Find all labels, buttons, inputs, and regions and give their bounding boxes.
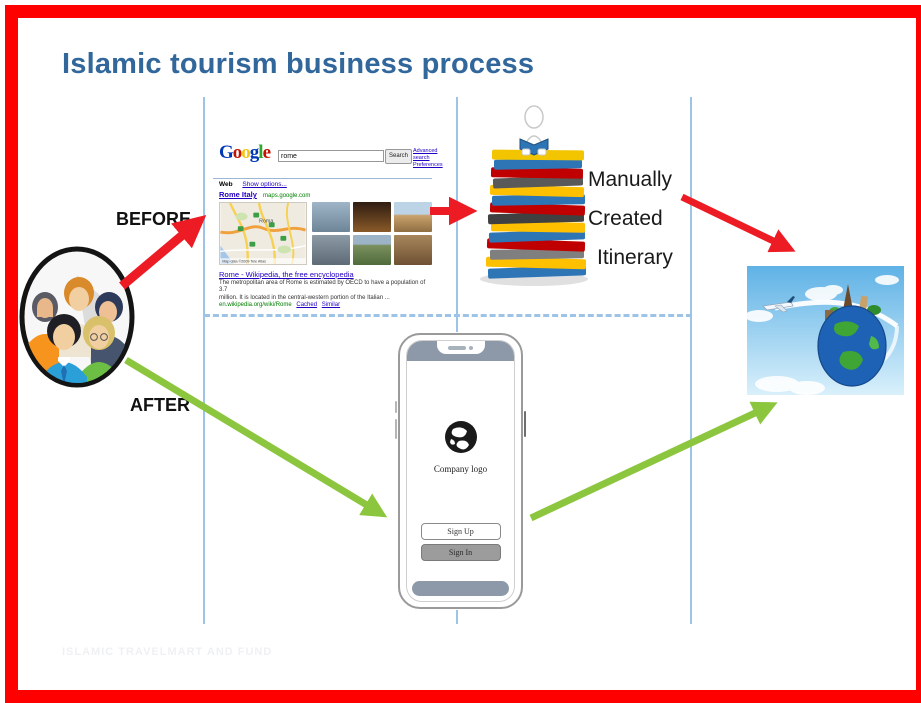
search-input[interactable] <box>278 150 384 162</box>
volume-button <box>395 401 397 413</box>
divider-line-left <box>203 97 205 624</box>
page-title: Islamic tourism business process <box>62 48 535 80</box>
plane-icon <box>762 296 795 313</box>
wikipedia-result: Rome - Wikipedia, the free encyclopedia … <box>219 271 432 310</box>
similar-link[interactable]: Similar <box>321 302 341 308</box>
maps-result-link[interactable]: Rome Italy <box>219 190 257 199</box>
company-logo-globe-icon <box>444 421 477 453</box>
reading-figure-icon <box>519 105 549 156</box>
after-label: AFTER <box>130 395 190 415</box>
wikipedia-url: en.wikipedia.org/wiki/Rome <box>219 302 292 308</box>
wikipedia-snippet-line1: The metropolitan area of Rome is estimat… <box>219 279 426 294</box>
photo-thumbnail[interactable] <box>353 235 391 265</box>
travel-collage-image <box>747 266 904 395</box>
photo-thumbnail[interactable] <box>312 202 350 232</box>
advanced-search-link[interactable]: Advanced search <box>413 148 438 161</box>
wikipedia-snippet-line2: million. It is located in the central-we… <box>219 294 390 301</box>
photo-thumbnail[interactable] <box>312 235 350 265</box>
mobile-app-mockup: Company logo Sign Up Sign In <box>395 333 526 609</box>
search-button[interactable]: Search <box>385 149 412 164</box>
google-search-screenshot: Google Search Advanced search Preference… <box>213 138 443 308</box>
power-button <box>524 411 526 437</box>
map-credit: Map data ©2009 Tele Atlas <box>222 260 266 264</box>
preferences-link[interactable]: Preferences <box>413 162 443 168</box>
maps-result-source: maps.google.com <box>263 193 311 199</box>
image-results-grid <box>312 202 432 265</box>
google-logo: Google <box>219 142 271 163</box>
person-glasses <box>79 316 119 383</box>
company-logo-label: Company logo <box>433 464 488 474</box>
folder-stack <box>485 149 587 279</box>
map-place-label: Roma <box>259 218 273 224</box>
search-settings-links[interactable]: Advanced search Preferences <box>413 148 443 169</box>
tourists-group-avatar <box>19 246 135 388</box>
wikipedia-result-link[interactable]: Rome - Wikipedia, the free encyclopedia <box>219 270 354 279</box>
clouds <box>747 275 899 395</box>
globe-landmarks-icon <box>817 284 887 387</box>
before-label: BEFORE <box>116 209 192 229</box>
camera-icon <box>469 345 473 350</box>
photo-thumbnail[interactable] <box>353 202 391 232</box>
maps-result: Rome Italy maps.google.com <box>219 190 310 199</box>
photo-thumbnail[interactable] <box>394 202 432 232</box>
rome-map-thumbnail[interactable]: Roma Map data ©2009 Tele Atlas <box>219 202 307 265</box>
show-options-link[interactable]: Show options... <box>242 181 287 188</box>
books-stack-image <box>480 105 588 286</box>
watermark: ISLAMIC TRAVELMART AND FUND <box>62 646 273 658</box>
person-suit-tie <box>41 314 87 383</box>
manually-created-itinerary-caption: Manually Created Itinerary <box>588 168 673 269</box>
photo-thumbnail[interactable] <box>394 235 432 265</box>
speaker-icon <box>448 345 466 350</box>
cached-link[interactable]: Cached <box>296 302 318 308</box>
divider-line-right <box>690 97 692 624</box>
web-label: Web <box>219 181 233 188</box>
sign-in-button[interactable]: Sign In <box>420 544 501 561</box>
home-bar <box>412 581 509 596</box>
sign-up-button[interactable]: Sign Up <box>420 523 501 540</box>
notch <box>436 341 485 354</box>
volume-button <box>395 419 397 439</box>
before-after-dashed-divider <box>204 314 692 317</box>
phone-screen: Company logo Sign Up Sign In <box>406 340 515 602</box>
results-options-bar: Web Show options... <box>213 178 432 188</box>
